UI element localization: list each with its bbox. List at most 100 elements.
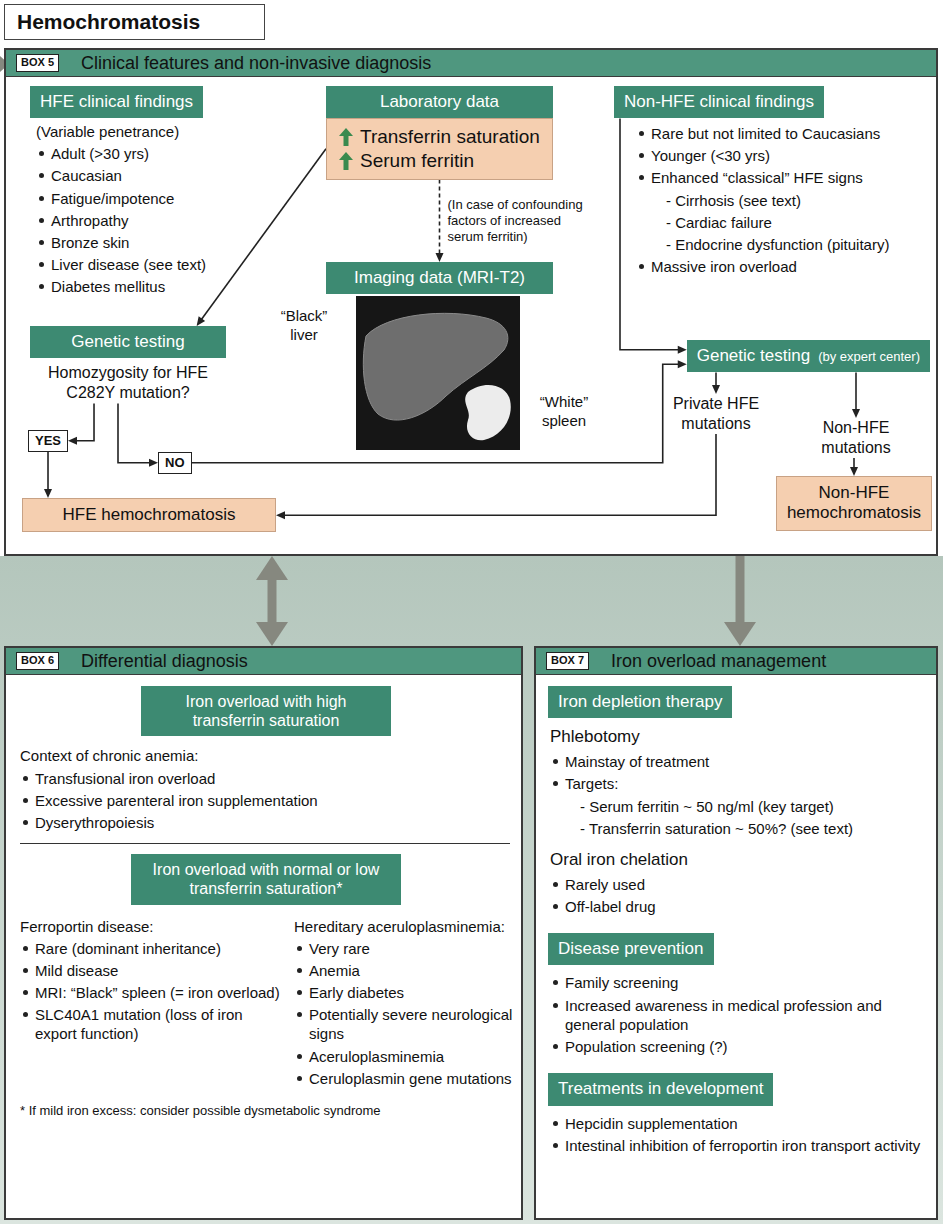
box-text: Non-HFE clinical findings [624,92,814,112]
list-text: Adult (>30 yrs) [51,145,149,162]
list-item: Rare (dominant inheritance) [20,939,286,958]
bullet-dot [23,798,28,803]
box-text: (by expert center) [818,349,920,364]
lab-value-row: Serum ferritin [339,149,540,173]
connector [192,360,687,463]
list-text: Transfusional iron overload [35,770,215,787]
connector [44,452,52,498]
connector [436,180,444,263]
list-item: Increased awareness in medical professio… [550,996,928,1034]
up-arrow-icon [339,152,353,170]
connector-line [268,575,277,627]
section-header-box: Laboratory data [326,86,553,118]
arrowhead [850,467,858,476]
edge-label: (In case of confounding factors of incre… [448,197,598,245]
box-text: HFE clinical findings [40,92,193,112]
section-header-box: HFE clinical findings [30,86,203,118]
list-text: Bronze skin [51,234,129,251]
list-item: Arthropathy [36,211,266,230]
list-text: Family screening [565,974,678,991]
panel-link-arrow [724,556,756,646]
arrowhead [44,489,52,498]
lab-value-text: Transferrin saturation [360,125,540,149]
arrowhead [712,385,720,394]
list-text: Arthropathy [51,212,129,229]
bullet-dot [39,284,44,289]
lab-values-box: Transferrin saturationSerum ferritin [326,118,553,180]
list-item: Intestinal inhibition of ferroportin iro… [550,1136,928,1155]
list-item: - Serum ferritin ~ 50 ng/ml (key target) [550,797,928,816]
bullet-dot [297,1076,302,1081]
connector-line [201,149,326,320]
list-text: Ferroportin disease: [20,918,153,935]
list-item: Off-label drug [550,897,928,916]
list-item: (Variable penetrance) [36,122,266,141]
box-text: NO [165,455,185,471]
list-item: Excessive parenteral iron supplementatio… [20,791,510,810]
bullet-dot [297,1054,302,1059]
list-text: “Black” liver [281,307,328,343]
list-item: Diabetes mellitus [36,277,266,296]
list-item: Transfusional iron overload [20,769,510,788]
list-text: Intestinal inhibition of ferroportin iro… [565,1137,920,1154]
box-text: Genetic testing [697,346,810,365]
list-text: Mainstay of treatment [565,753,709,770]
section-header-box: Treatments in development [548,1073,773,1105]
list-item: Anemia [294,961,516,980]
list-text: Fatigue/impotence [51,190,174,207]
panel-title: Iron overload management [611,651,826,672]
list-item: Fatigue/impotence [36,189,266,208]
list-text: Caucasian [51,167,122,184]
list-item: Phlebotomy [550,726,928,748]
list-group: Oral iron chelationRarely usedOff-label … [550,849,928,919]
list-group: Hereditary aceruloplasminemia:Very rareA… [294,917,516,1092]
box-text: Imaging data (MRI-T2) [336,268,543,288]
diagnosis-box: HFE hemochromatosis [22,498,276,532]
bullet-dot [39,240,44,245]
list-text: MRI: “Black” spleen (= iron overload) [35,984,280,1001]
list-text: * If mild iron excess: consider possible… [20,1103,381,1118]
bullet-dot [23,776,28,781]
list-item: Ceruloplasmin gene mutations [294,1069,516,1088]
list-text: SLC40A1 mutation (loss of iron export fu… [35,1006,243,1042]
list-item: Oral iron chelation [550,849,928,871]
list-text: Context of chronic anemia: [20,747,198,764]
box-number-tag: BOX 6 [16,652,59,669]
list-text: Targets: [565,775,618,792]
bullet-dot [39,262,44,267]
list-text: Diabetes mellitus [51,278,165,295]
panel-title: Differential diagnosis [81,651,248,672]
arrowhead [256,556,288,580]
mutation-label-node: Non-HFE mutations [808,418,904,458]
bullet-dot [553,759,558,764]
list-text: - Cardiac failure [666,214,772,231]
list-item: - Cardiac failure [636,213,930,232]
list-text: - Cirrhosis (see text) [666,192,801,209]
bullet-dot [39,218,44,223]
list-text: Anemia [309,962,360,979]
bullet-dot [297,946,302,951]
list-item: Population screening (?) [550,1037,928,1056]
arrowhead [678,346,687,354]
list-text: Increased awareness in medical professio… [565,997,882,1033]
list-item: Context of chronic anemia: [20,746,510,765]
answer-box: YES [28,430,68,452]
bullet-dot [553,1121,558,1126]
list-item: Early diabetes [294,983,516,1002]
list-text: Hepcidin supplementation [565,1115,738,1132]
list-item: Potentially severe neurological signs [294,1005,516,1043]
list-item: - Transferrin saturation ~ 50%? (see tex… [550,819,928,838]
panel-header-band: BOX 5Clinical features and non-invasive … [6,50,936,77]
bullet-dot [297,968,302,973]
question-text: Homozygosity for HFE C282Y mutation? [30,363,226,403]
list-text: Excessive parenteral iron supplementatio… [35,792,318,809]
bullet-dot [23,990,28,995]
list-group: Rare but not limited to CaucasiansYounge… [636,124,930,279]
bullet-dot [553,980,558,985]
panel-title: Clinical features and non-invasive diagn… [81,53,431,74]
list-text: Off-label drug [565,898,656,915]
list-item: Liver disease (see text) [36,255,266,274]
list-text: Aceruloplasminemia [309,1048,444,1065]
up-arrow-shape [339,152,353,170]
